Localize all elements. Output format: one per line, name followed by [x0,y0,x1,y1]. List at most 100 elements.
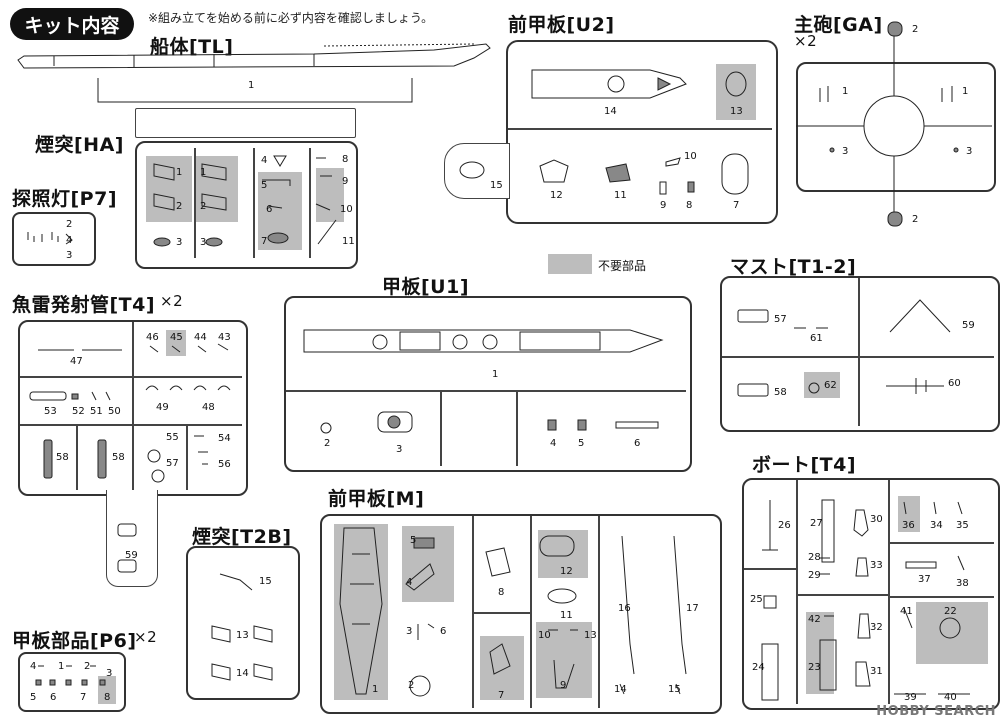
part-number: 13 [584,630,597,641]
divider [516,392,518,466]
ha-top-bar [135,108,356,138]
part-number: 1 [248,80,255,91]
unused-part-mark [316,168,344,222]
t4a-parts [29,343,231,573]
divider [888,480,890,704]
part-number: 7 [733,200,740,211]
part-number: 14 [604,106,617,117]
divider [472,516,474,708]
sprue-title-ha: 煙突[HA] [35,134,124,156]
unused-parts-legend-swatch [548,254,592,274]
divider [132,322,134,490]
part-number: 30 [870,514,883,525]
part-number: 4 [66,235,73,246]
part-number: 8 [104,692,111,703]
part-number: 11 [560,610,573,621]
part-number: 4 [30,661,37,672]
part-number: 58 [112,452,125,463]
hull-part [17,43,491,69]
part-number: 4 [261,155,268,166]
divider [474,612,530,614]
part-number: 26 [778,520,791,531]
part-number: 6 [440,626,447,637]
p7-parts [27,232,73,245]
part-number: 22 [944,606,957,617]
part-number: 14 [236,668,249,679]
part-number: 15 [490,180,503,191]
instruction-note: ※組み立てを始める前に必ず内容を確認しましょう。 [148,11,434,25]
part-number: 5 [261,180,268,191]
part-number: 2 [408,680,415,691]
part-number: 8 [342,154,349,165]
divider [20,376,242,378]
divider [186,426,188,490]
part-number: 3 [176,237,183,248]
part-number: 51 [90,406,103,417]
part-number: 2 [324,438,331,449]
part-number: 8 [686,200,693,211]
sprue-title-u1: 甲板[U1] [382,276,470,298]
sprue-frame-p7 [12,212,96,266]
part-number: 62 [824,380,837,391]
part-number: 6 [266,204,273,215]
part-number: 39 [904,692,917,703]
part-number: 43 [218,332,231,343]
divider [20,424,242,426]
divider [598,516,600,708]
part-number: 53 [44,406,57,417]
sprue-title-u2: 前甲板[U2] [508,14,615,36]
sprue-title-t12: マスト[T1-2] [730,256,857,278]
part-number: 16 [618,603,631,614]
divider [796,480,798,704]
part-number: 24 [752,662,765,673]
part-number: 33 [870,560,883,571]
part-number: 59 [125,550,138,561]
part-number: 10 [684,151,697,162]
divider [253,148,255,258]
unused-part-mark [480,636,524,700]
part-number: 2 [176,201,183,212]
t4b-parts [761,499,970,701]
sprue-frame-t2b [186,546,300,700]
divider [194,148,196,258]
part-number: 3 [106,668,113,679]
part-number: 23 [808,662,821,673]
part-number: 57 [774,314,787,325]
part-number: 58 [56,452,69,463]
sprue-title-t4b: ボート[T4] [752,454,857,476]
sprue-title-m: 前甲板[M] [328,488,425,510]
divider [508,128,772,130]
ha-parts [153,155,337,247]
part-number: 35 [956,520,969,531]
part-number: 27 [810,518,823,529]
part-number: 13 [730,106,743,117]
part-number: 7 [80,692,87,703]
sprue-frame-t12 [720,276,1000,432]
part-number: 1 [176,167,183,178]
part-number: 3 [396,444,403,455]
part-number: 47 [70,356,83,367]
part-number: 3 [966,146,973,157]
part-number: 10 [538,630,551,641]
part-number: 1 [492,369,499,380]
sprue-count-t4a: ×2 [160,292,184,310]
t4a-lower-tab [106,490,158,587]
sprue-frame-u1 [284,296,692,472]
part-number: 3 [66,250,73,261]
part-number: 49 [156,402,169,413]
sprue-title-t2b: 煙突[T2B] [192,526,292,548]
part-number: 6 [50,692,57,703]
part-number: 45 [170,332,183,343]
t12-parts [737,299,951,397]
part-number: 2 [84,661,91,672]
part-number: 15 [259,576,272,587]
part-number: 4 [406,577,413,588]
part-number: 14 [614,684,627,695]
part-number: 8 [498,587,505,598]
part-number: 7 [498,690,505,701]
sprue-title-p7: 探照灯[P7] [12,188,118,210]
part-number: 10 [340,204,353,215]
part-number: 48 [202,402,215,413]
divider [798,594,888,596]
part-number: 5 [30,692,37,703]
